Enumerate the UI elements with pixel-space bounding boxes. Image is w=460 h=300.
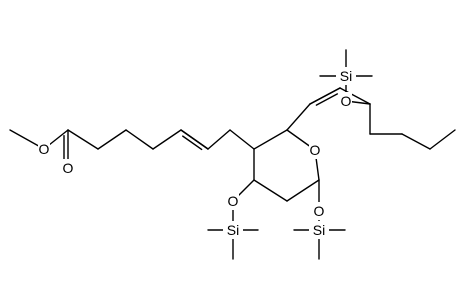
single-bond (401, 133, 431, 150)
atom-label-background (309, 141, 321, 159)
single-bond (286, 103, 311, 131)
atom-label-o_ester: O (39, 141, 50, 157)
single-bond (229, 129, 255, 150)
atom-label-si_1: Si (227, 222, 239, 238)
single-bond (125, 129, 154, 150)
single-bond (207, 129, 231, 150)
single-bond (253, 129, 288, 150)
atom-label-o_tms3: O (341, 93, 352, 109)
single-bond (429, 129, 456, 150)
atom-label-background (227, 192, 239, 210)
atom-label-o_carbonyl: O (63, 160, 74, 176)
atom-label-background (62, 159, 74, 177)
double-bond-line-inner (182, 135, 203, 151)
atom-label-background (38, 140, 50, 158)
single-bond (152, 129, 182, 150)
single-bond (67, 129, 99, 150)
atom-label-background (340, 92, 352, 110)
atom-label-si_3: Si (340, 68, 352, 84)
atom-label-o_ring: O (310, 142, 321, 158)
double-bond-line (309, 87, 341, 105)
atom-label-si_2: Si (313, 222, 325, 238)
atom-label-background (223, 221, 243, 239)
single-bond (286, 179, 320, 202)
atom-label-o_tms1: O (228, 193, 239, 209)
single-bond (97, 129, 127, 150)
double-bond-line (180, 129, 209, 150)
atom-label-o_tms2: O (314, 203, 325, 219)
atom-label-background (313, 202, 325, 220)
atom-label-background (336, 67, 356, 85)
atom-label-background (309, 221, 329, 239)
single-bond (253, 179, 288, 202)
single-bond (339, 87, 371, 105)
double-bond-line-inner (315, 93, 339, 106)
